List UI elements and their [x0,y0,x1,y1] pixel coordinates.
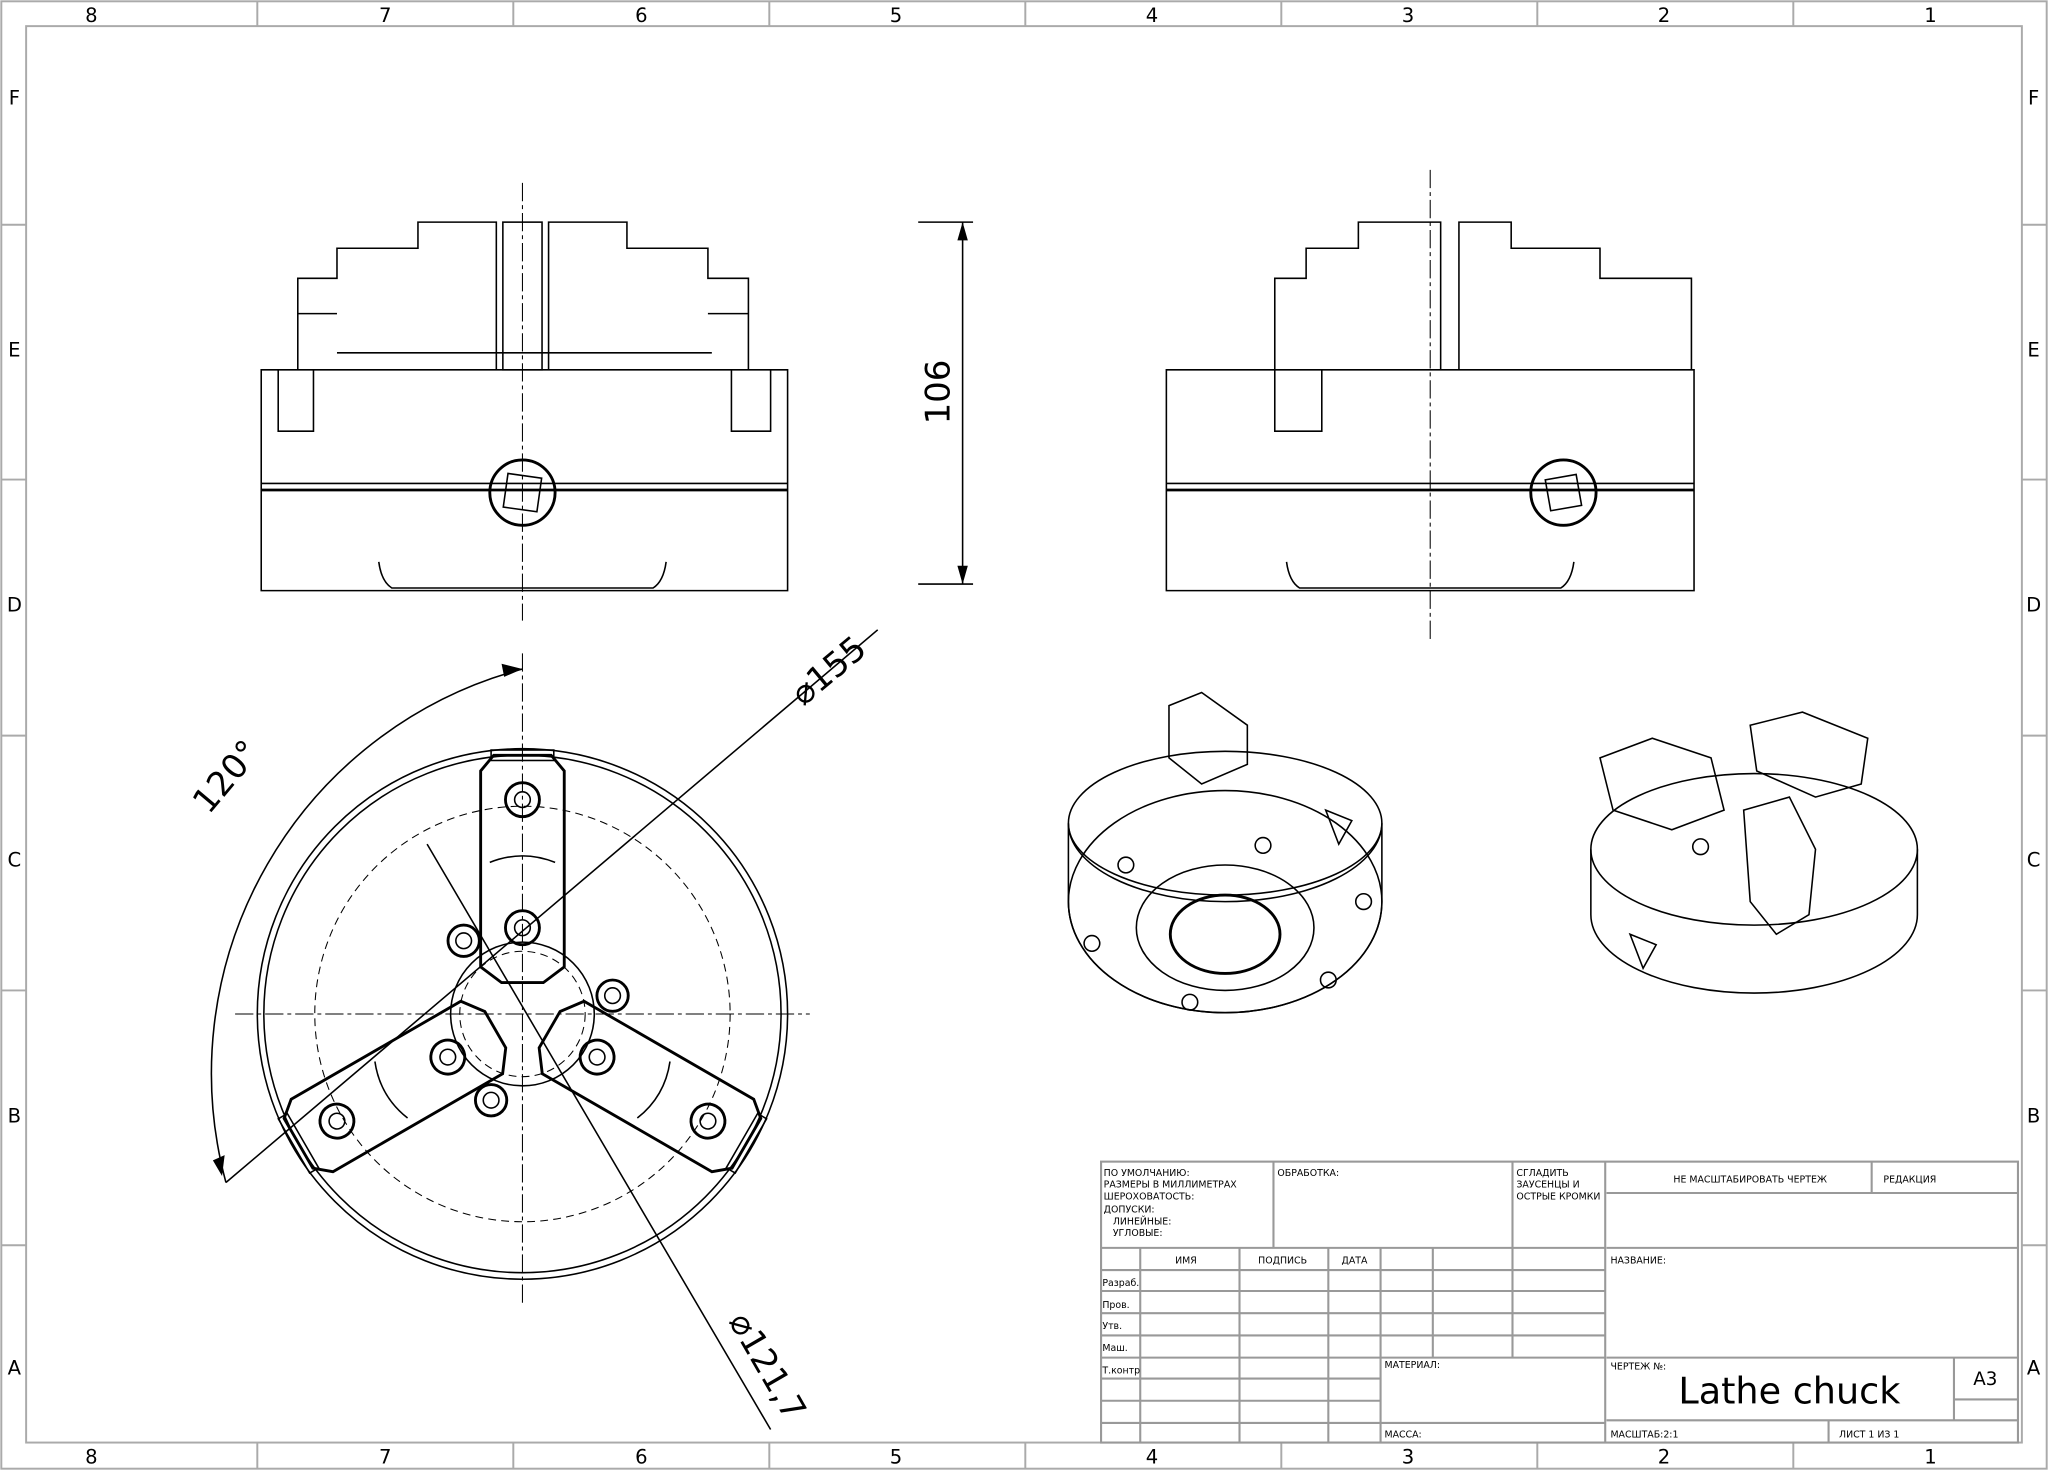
deburr-line: ЗАУСЕНЦЫ И [1516,1180,1579,1191]
col-label: 5 [890,1445,902,1468]
col-label: 5 [890,4,902,27]
jaw [277,999,508,1175]
drawing-frame [25,25,2023,1444]
defaults-line: ЛИНЕЙНЫЕ: [1113,1215,1172,1227]
front-view: 106 [260,182,974,621]
col-label: 3 [1402,1445,1414,1468]
row-label: E [8,339,20,362]
col-label: 2 [1658,4,1670,27]
row-label: B [8,1104,21,1127]
deburr-line: ОСТРЫЕ КРОМКИ [1516,1192,1600,1203]
col-label: 4 [1146,1445,1158,1468]
col-label: 2 [1658,1445,1670,1468]
defaults-line: РАЗМЕРЫ В МИЛЛИМЕТРАХ [1104,1180,1238,1191]
isometric-view-bottom [1067,691,1383,1014]
title-block: ПО УМОЛЧАНИЮ: РАЗМЕРЫ В МИЛЛИМЕТРАХ ШЕРО… [1100,1160,2020,1444]
sheet-count: ЛИСТ 1 ИЗ 1 [1839,1429,1899,1440]
height-dimension: 106 [919,360,959,425]
defaults-line: ШЕРОХОВАТОСТЬ: [1104,1192,1195,1203]
drawing-no-label: ЧЕРТЕЖ №: [1610,1361,1666,1372]
angle-dimension: 120° [185,733,268,821]
side-view [1165,169,1695,641]
row-label: F [9,87,20,110]
col-label: 8 [85,4,97,27]
col-label: 1 [1924,1445,1936,1468]
key-socket [1529,458,1598,527]
row-label: B [2027,1104,2040,1127]
col-date: ДАТА [1341,1256,1367,1267]
role-label: Пров. [1102,1300,1129,1311]
jaw [537,999,768,1175]
col-label: 7 [379,4,391,27]
col-label: 7 [379,1445,391,1468]
revision-label: РЕДАКЦИЯ [1883,1175,1936,1186]
mass-label: МАССА: [1384,1429,1421,1440]
key-socket [488,458,557,527]
defaults-line: ДОПУСКИ: [1104,1205,1155,1216]
isometric-view-top [1590,711,1919,994]
defaults-line: УГЛОВЫЕ: [1113,1228,1163,1239]
row-label: D [2026,594,2041,617]
role-label: Т.контр [1101,1365,1140,1376]
sheet-format: A3 [1973,1369,1997,1390]
zone-labels: 8 7 6 5 4 3 2 1 8 7 6 5 4 3 2 1 F E D C … [7,4,2041,1468]
drawing-number: Lathe chuck [1678,1369,1901,1412]
row-label: C [8,848,22,871]
role-label: Разраб. [1102,1278,1139,1289]
row-label: F [2028,87,2039,110]
defaults-line: ПО УМОЛЧАНИЮ: [1104,1168,1190,1179]
material-label: МАТЕРИАЛ: [1384,1360,1440,1371]
row-label: E [2027,339,2039,362]
row-label: A [2027,1357,2041,1380]
plan-view: ⌀155 ⌀121,7 120° [185,628,879,1430]
outer-diameter-dimension: ⌀155 [783,628,874,713]
scale-label: МАСШТАБ:2:1 [1610,1429,1678,1440]
title-label: НАЗВАНИЕ: [1610,1256,1666,1267]
deburr-line: СГЛАДИТЬ [1516,1168,1568,1179]
col-label: 8 [85,1445,97,1468]
row-label: D [7,594,22,617]
col-label: 1 [1924,4,1936,27]
role-label: Маш. [1102,1343,1127,1354]
col-name: ИМЯ [1175,1256,1197,1267]
col-label: 4 [1146,4,1158,27]
row-label: C [2027,848,2041,871]
no-scale-note: НЕ МАСШТАБИРОВАТЬ ЧЕРТЕЖ [1673,1175,1827,1186]
col-label: 6 [635,1445,647,1468]
col-label: 3 [1402,4,1414,27]
finish-label: ОБРАБОТКА: [1277,1168,1339,1179]
col-signature: ПОДПИСЬ [1258,1256,1307,1267]
role-label: Утв. [1102,1321,1122,1332]
row-label: A [8,1357,22,1380]
col-label: 6 [635,4,647,27]
jaw [479,749,566,985]
